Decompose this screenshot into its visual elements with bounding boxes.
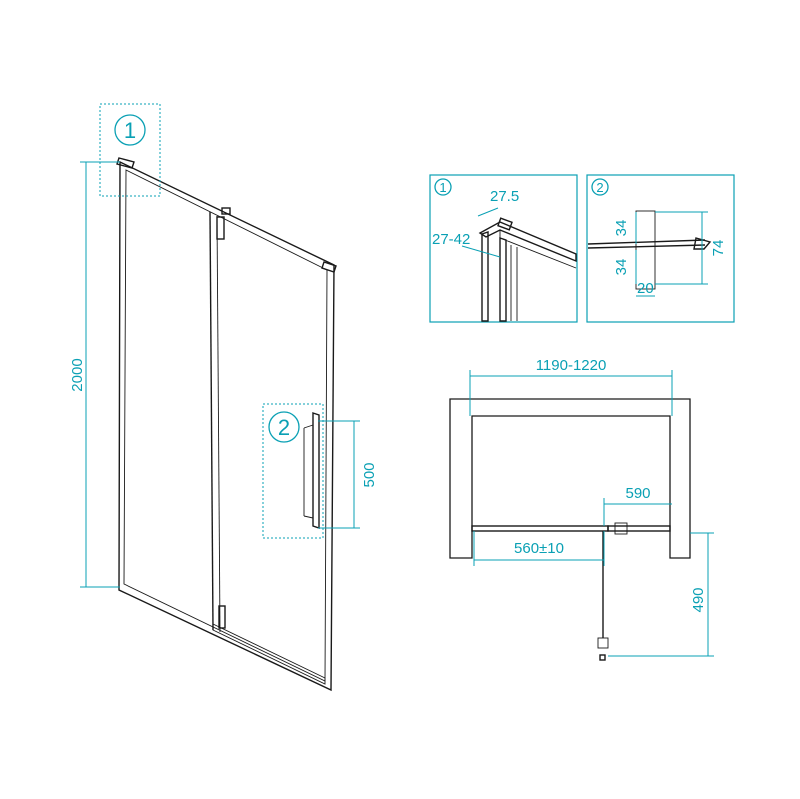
- opening-dim-text: 1190-1220: [536, 357, 607, 374]
- door-swing-tip: [597, 637, 609, 649]
- dim-20-text: 20: [637, 280, 654, 297]
- glass-tip: [693, 237, 712, 250]
- fixed-panel: [471, 525, 609, 532]
- door-handle-plan: [614, 522, 628, 535]
- callout-1-box: [99, 103, 161, 197]
- handle-arm-top: [303, 424, 314, 429]
- profile-width-dim: [477, 207, 499, 217]
- height-dim-text: 2000: [69, 358, 86, 391]
- glass-line-top: [587, 239, 706, 245]
- detail-1-circle: [434, 178, 452, 196]
- profile-post-right: [499, 237, 507, 322]
- dim-34-bottom-text: 34: [613, 259, 630, 276]
- glass-line-bottom: [587, 244, 706, 249]
- wall-range-dim: [461, 245, 501, 258]
- panel-divider-inner: [216, 215, 221, 633]
- dim-34-top-text: 34: [613, 220, 630, 237]
- door-swing-end: [599, 654, 606, 661]
- callout-2-label: 2: [278, 415, 290, 440]
- right-cap: [321, 261, 337, 273]
- plan-view: 1190-1220 590 560±10 490: [449, 357, 714, 661]
- detail-2-number: 2: [596, 180, 603, 195]
- front-elevation: [116, 157, 337, 692]
- dim-74-text: 74: [710, 240, 727, 257]
- wall-range-text: 27-42: [432, 231, 470, 248]
- fixed-panel-text: 560±10: [514, 540, 564, 557]
- handle-section: [635, 210, 656, 290]
- profile-cap: [497, 217, 513, 231]
- profile-post-left: [481, 231, 489, 322]
- callout-2-box: [262, 403, 324, 539]
- top-hinge: [216, 216, 225, 240]
- detail-1-number: 1: [439, 180, 446, 195]
- swing-dim-text: 490: [690, 587, 707, 612]
- door-handle: [312, 412, 320, 529]
- callout-1-circle: [114, 114, 146, 146]
- detail-1: 1 27.5 27-42: [429, 174, 578, 323]
- detail-1-frame: [429, 174, 578, 323]
- callout-2-circle: [268, 411, 300, 443]
- detail-2: 2 34 34 74 20: [586, 174, 735, 323]
- top-accent: [221, 207, 231, 215]
- panel-divider: [209, 211, 214, 631]
- bottom-rail: [212, 623, 326, 685]
- outer-frame: [118, 160, 335, 692]
- left-wall: [449, 398, 691, 559]
- detail-2-circle: [591, 178, 609, 196]
- handle-dim-text: 500: [361, 462, 378, 487]
- callout-1-label: 1: [124, 118, 136, 143]
- handle-arm-bottom: [303, 515, 314, 519]
- door-width-text: 590: [625, 485, 650, 502]
- detail-2-frame: [586, 174, 735, 323]
- door-panel: [607, 525, 671, 532]
- profile-width-text: 27.5: [490, 188, 519, 205]
